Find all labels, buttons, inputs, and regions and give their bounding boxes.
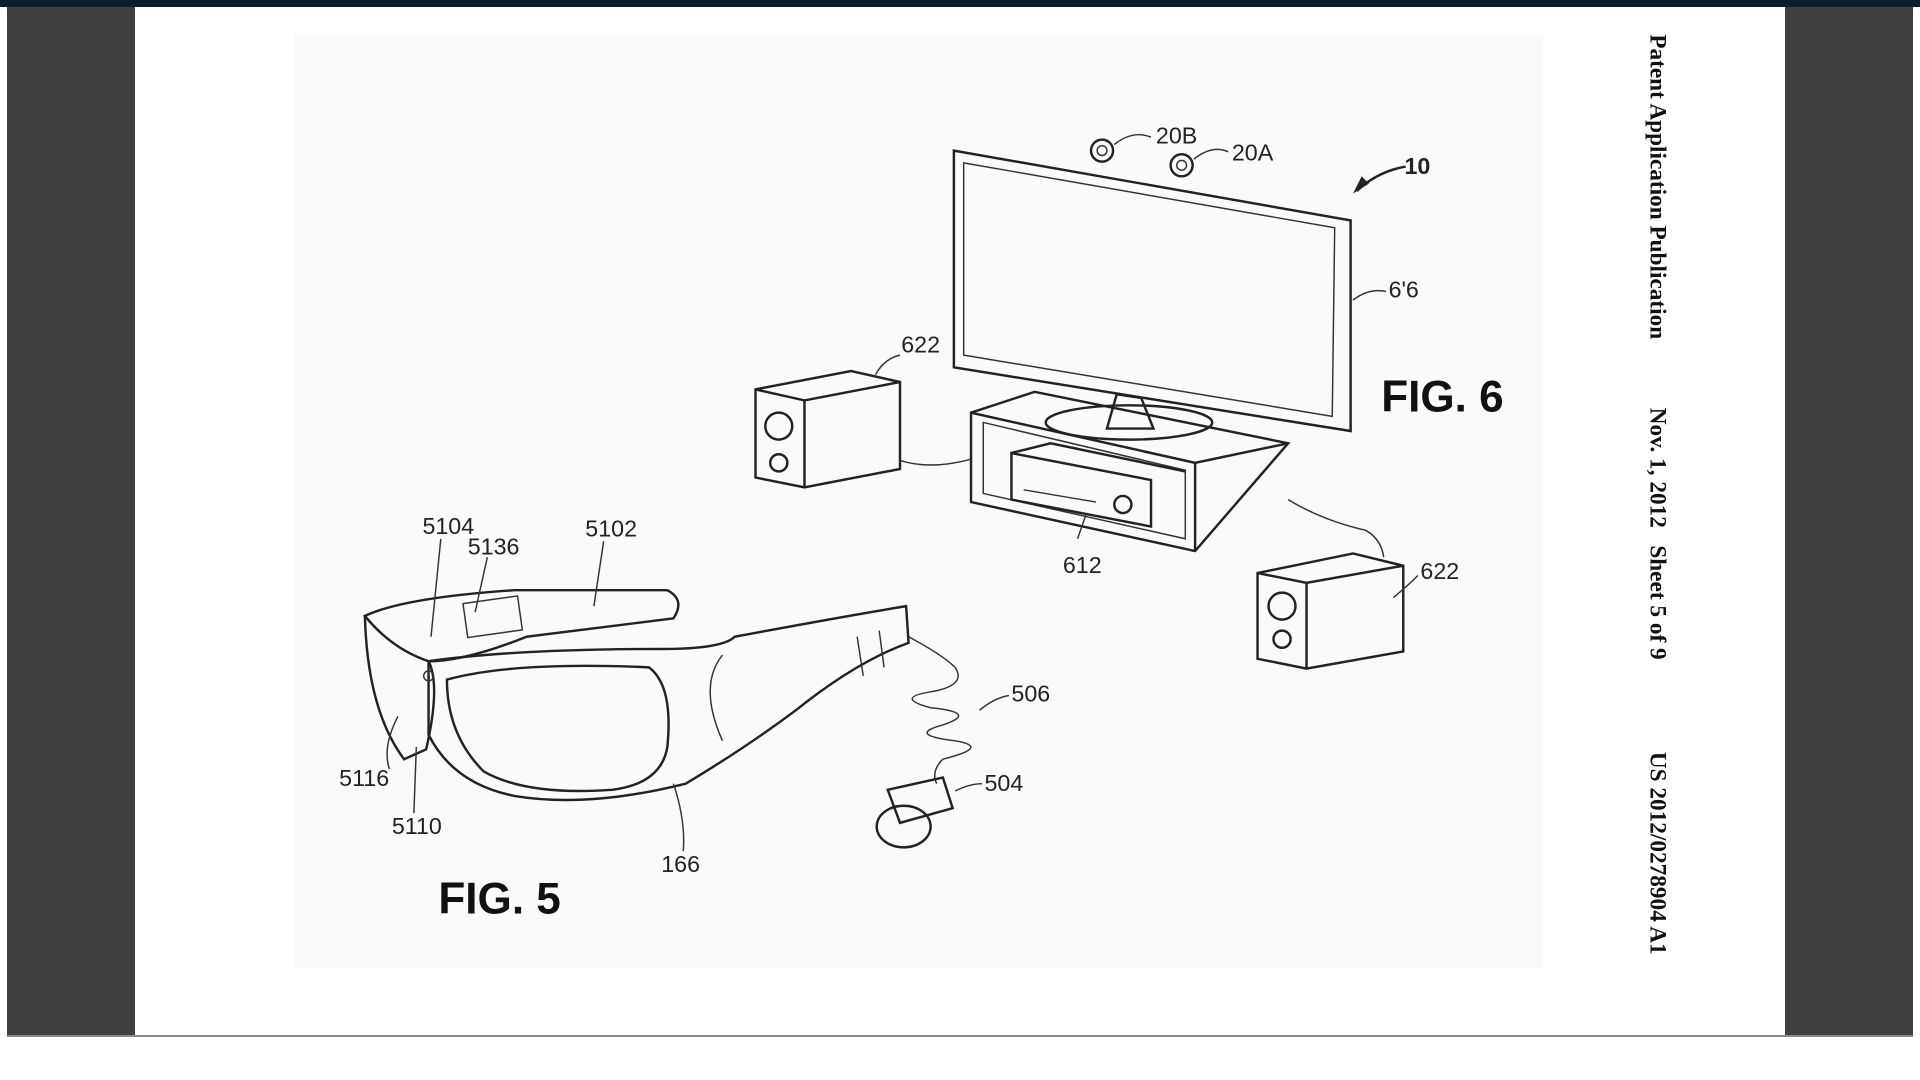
label-5102: 5102 xyxy=(585,515,637,541)
label-5110: 5110 xyxy=(392,813,442,839)
header-patent-number: US 2012/0278904 A1 xyxy=(1645,752,1671,955)
fig6-title: FIG. 6 xyxy=(1381,372,1503,421)
fig5-title: FIG. 5 xyxy=(438,874,560,923)
header-date-sheet: Nov. 1, 2012 Sheet 5 of 9 xyxy=(1645,408,1671,660)
header-publication: Patent Application Publication xyxy=(1645,34,1671,339)
drawing-area xyxy=(293,34,1543,968)
label-616: 6'6 xyxy=(1389,277,1419,303)
speaker-right-drawing xyxy=(1256,498,1419,670)
right-gutter xyxy=(1785,7,1913,1035)
window-top-bar xyxy=(0,0,1920,7)
label-504: 504 xyxy=(984,770,1023,796)
speaker-left-drawing xyxy=(754,354,972,489)
cabinet-drawing xyxy=(969,390,1291,553)
left-gutter xyxy=(7,7,135,1035)
label-10: 10 xyxy=(1404,153,1430,179)
label-622-right: 622 xyxy=(1420,558,1459,584)
label-5116: 5116 xyxy=(339,765,389,791)
label-612: 612 xyxy=(1063,552,1102,578)
label-166: 166 xyxy=(661,851,700,877)
label-622-left: 622 xyxy=(901,332,940,358)
monitor-drawing xyxy=(952,133,1406,441)
label-5136: 5136 xyxy=(468,534,520,560)
label-5104: 5104 xyxy=(422,513,474,539)
glasses-drawing xyxy=(362,538,1010,852)
label-20a: 20A xyxy=(1232,139,1274,165)
label-20b: 20B xyxy=(1156,122,1197,148)
label-506: 506 xyxy=(1011,681,1050,707)
